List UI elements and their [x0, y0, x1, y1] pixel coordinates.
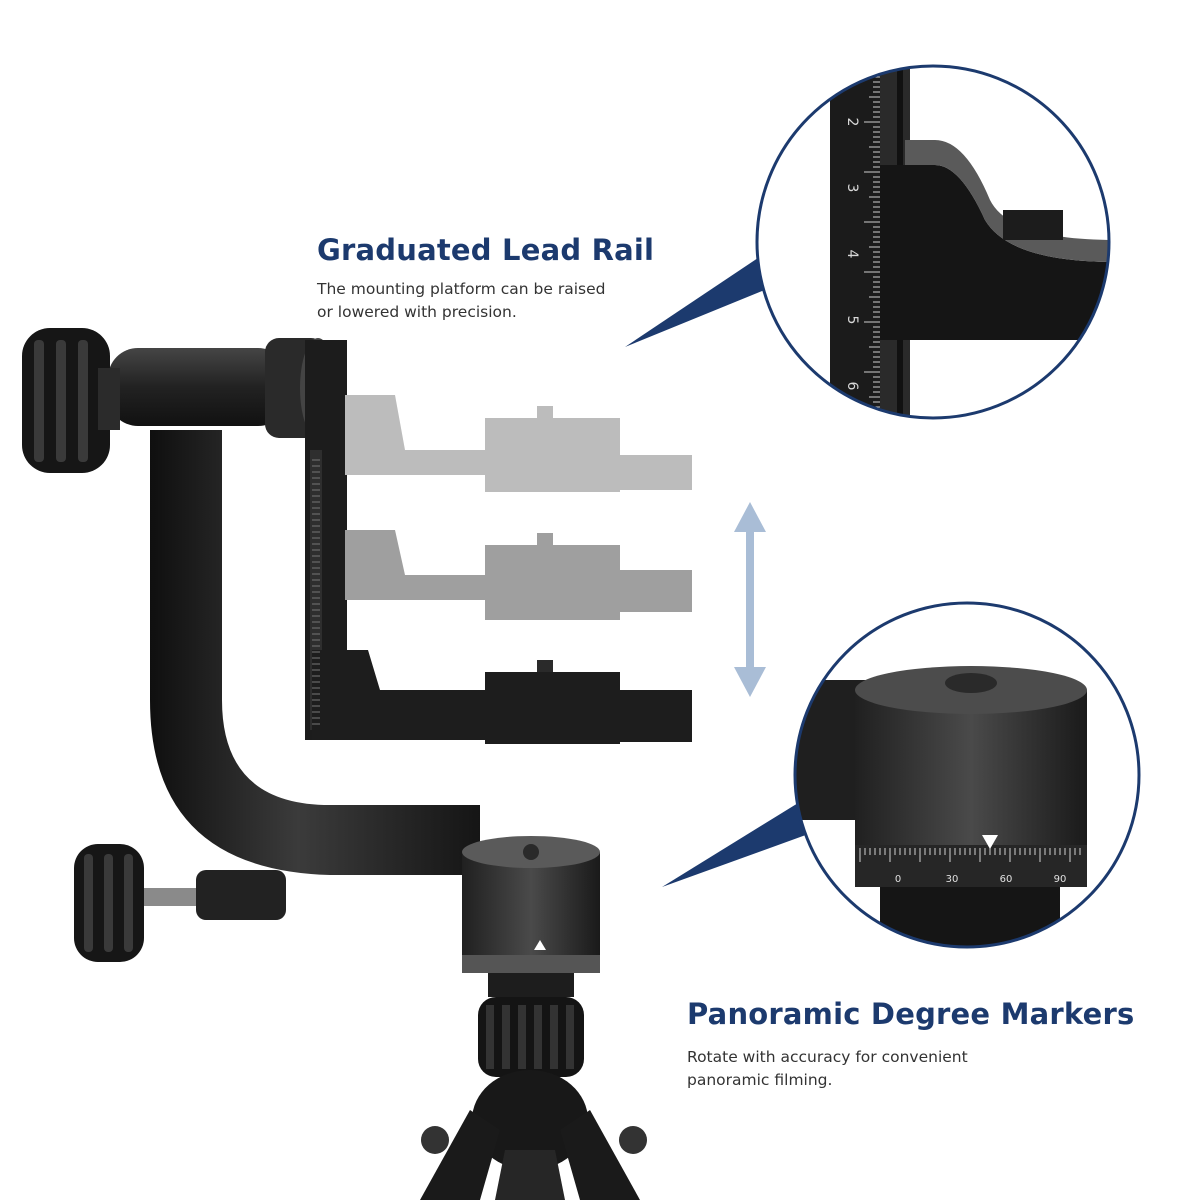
ball-head	[472, 973, 588, 1170]
rail-scale-number: 4	[844, 250, 860, 259]
rail-scale-number: 3	[844, 184, 860, 193]
panoramic-callout-title: Panoramic Degree Markers	[687, 997, 1135, 1031]
top-bar	[108, 348, 288, 426]
gimbal-head	[22, 328, 647, 1200]
top-knob-icon	[22, 328, 120, 473]
rotation-base	[462, 836, 600, 973]
dial-number: 30	[946, 874, 959, 885]
dial-number: 0	[895, 874, 901, 885]
rail-scale-number: 5	[844, 316, 860, 325]
rail-zoom-circle: 2 3 4 5 6	[757, 66, 1109, 418]
dial-zoom-circle: 0 30 60 90	[795, 603, 1139, 947]
rail-scale-number: 2	[844, 118, 860, 127]
panoramic-callout-pointer	[662, 800, 814, 887]
mounting-platform-ghost-middle	[345, 530, 692, 620]
panoramic-callout-line-1: Rotate with accuracy for convenient	[687, 1048, 968, 1066]
rail-callout-line-1: The mounting platform can be raised	[317, 280, 606, 298]
panoramic-callout-line-2: panoramic filming.	[687, 1071, 833, 1089]
tripod-legs	[420, 1110, 647, 1200]
dial-number: 90	[1054, 874, 1067, 885]
rail-zoom-circle-border	[755, 64, 1111, 420]
panoramic-callout: Panoramic Degree Markers Rotate with acc…	[687, 996, 1157, 1092]
up-down-arrow-icon	[734, 502, 766, 697]
dial-zoom-circle-border	[793, 601, 1141, 949]
rail-callout-description: The mounting platform can be raised or l…	[317, 278, 677, 324]
mounting-platform-active	[312, 650, 692, 744]
dial-number: 60	[1000, 874, 1013, 885]
bottom-knob-icon	[74, 844, 286, 962]
panoramic-callout-description: Rotate with accuracy for convenient pano…	[687, 1046, 1157, 1092]
gimbal-arm	[150, 430, 480, 875]
mounting-platform-ghost-upper	[345, 395, 692, 492]
rail-callout-line-2: or lowered with precision.	[317, 303, 517, 321]
rail-callout-pointer	[625, 250, 784, 347]
rail-callout: Graduated Lead Rail The mounting platfor…	[317, 232, 677, 324]
rail-scale-number: 6	[844, 382, 860, 391]
rail-callout-title: Graduated Lead Rail	[317, 233, 655, 267]
